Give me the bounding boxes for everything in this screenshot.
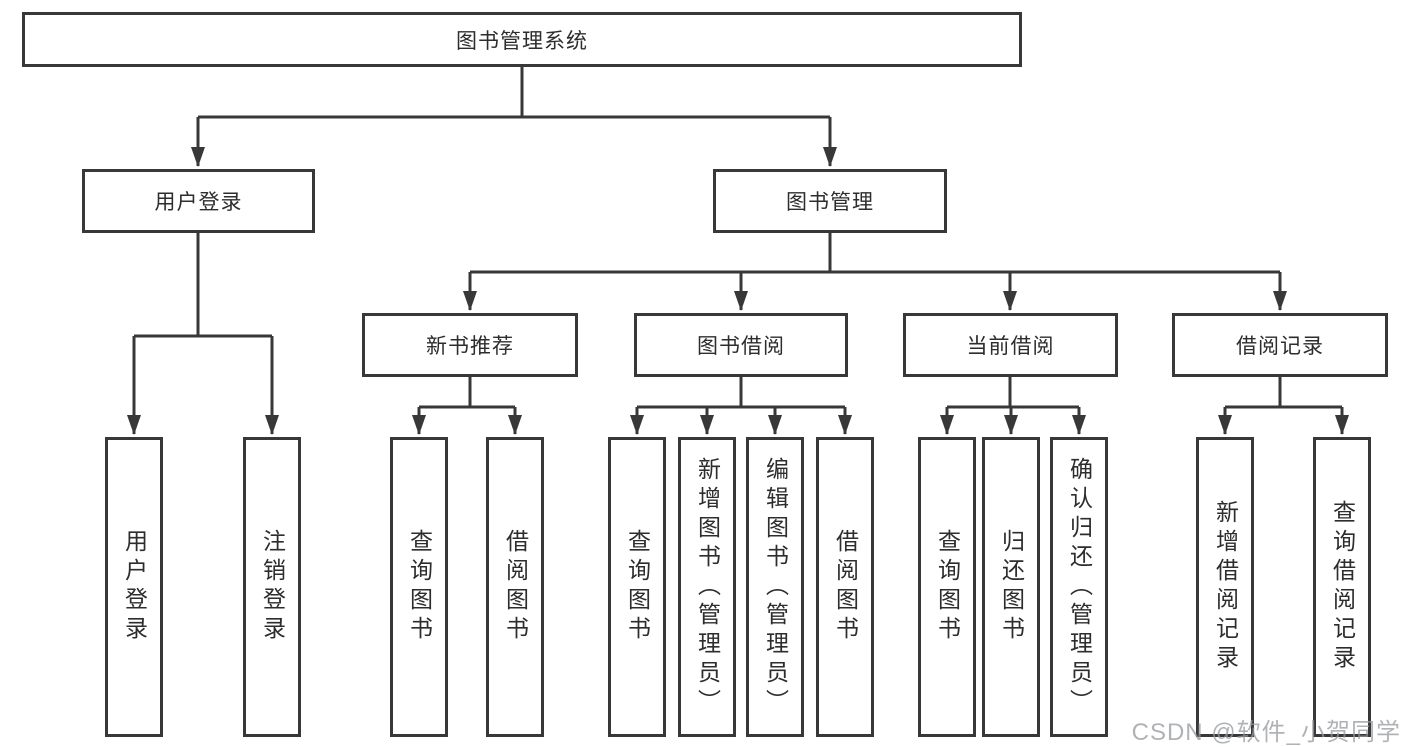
leaf-add-books-admin: 新增图书（管理员） <box>678 437 736 737</box>
leaf-query-books-recommend: 查询图书 <box>390 437 448 737</box>
node-borrowing-records: 借阅记录 <box>1172 313 1388 377</box>
leaf-confirm-return-admin: 确认归还（管理员） <box>1050 437 1108 737</box>
node-library-management-system: 图书管理系统 <box>22 12 1022 67</box>
node-user-login: 用户登录 <box>82 169 315 233</box>
node-new-book-recommendation: 新书推荐 <box>362 313 578 377</box>
node-current-borrowing: 当前借阅 <box>903 313 1118 377</box>
leaf-borrow-books-recommend: 借阅图书 <box>486 437 544 737</box>
node-book-borrowing: 图书借阅 <box>634 313 848 377</box>
node-book-management: 图书管理 <box>713 169 947 233</box>
leaf-logout: 注销登录 <box>243 437 301 737</box>
leaf-user-login: 用户登录 <box>105 437 163 737</box>
leaf-add-borrow-record: 新增借阅记录 <box>1196 437 1254 737</box>
leaf-query-books-borrow: 查询图书 <box>608 437 666 737</box>
leaf-query-borrow-record: 查询借阅记录 <box>1313 437 1371 737</box>
leaf-query-books-current: 查询图书 <box>918 437 976 737</box>
leaf-return-books: 归还图书 <box>982 437 1040 737</box>
leaf-borrow-books: 借阅图书 <box>816 437 874 737</box>
csdn-watermark: CSDN @软件_小贺同学 <box>1131 719 1401 746</box>
leaf-edit-books-admin: 编辑图书（管理员） <box>746 437 804 737</box>
